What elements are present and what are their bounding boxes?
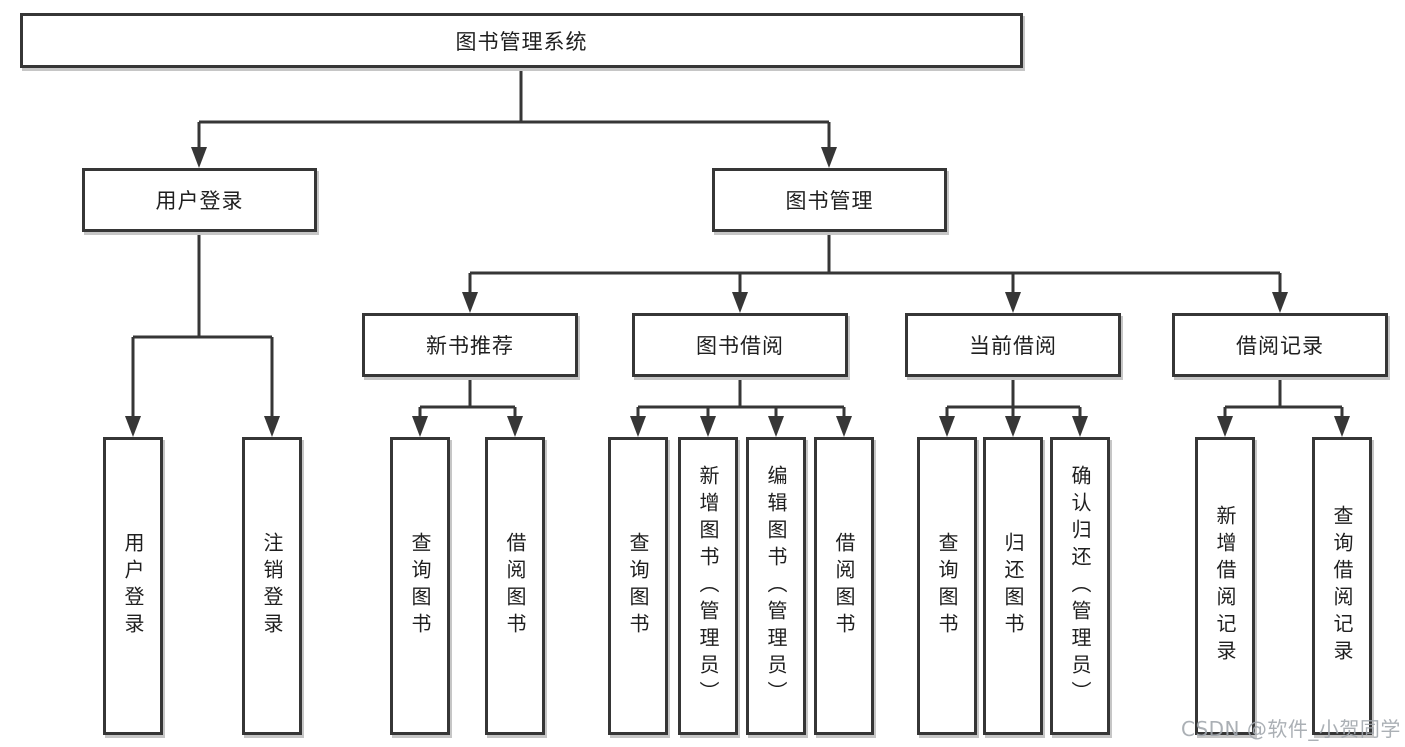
node-query-books-current: 查询图书: [917, 437, 977, 735]
node-label: 新增图书（管理员）: [696, 464, 720, 708]
node-label: 用户登录: [155, 189, 244, 213]
node-label: 当前借阅: [969, 334, 1057, 358]
node-current-borrowing: 当前借阅: [905, 313, 1121, 377]
node-label: 编辑图书（管理员）: [764, 464, 788, 708]
node-label: 借阅图书: [503, 532, 527, 640]
node-label: 新增借阅记录: [1213, 505, 1237, 667]
node-label: 借阅图书: [832, 532, 856, 640]
node-edit-books-admin: 编辑图书（管理员）: [746, 437, 806, 735]
node-query-borrow-record: 查询借阅记录: [1312, 437, 1372, 735]
node-label: 借阅记录: [1236, 334, 1324, 358]
node-label: 图书借阅: [696, 334, 784, 358]
node-user-login-leaf: 用户登录: [103, 437, 163, 735]
node-label: 新书推荐: [426, 334, 514, 358]
csdn-watermark: CSDN @软件_小贺同学: [1181, 717, 1401, 741]
node-book-borrowing: 图书借阅: [632, 313, 848, 377]
node-label: 注销登录: [260, 532, 284, 640]
node-book-management: 图书管理: [712, 168, 947, 232]
node-add-borrow-record: 新增借阅记录: [1195, 437, 1255, 735]
node-label: 图书管理系统: [455, 29, 588, 54]
node-user-login: 用户登录: [82, 168, 317, 232]
node-new-book-recommendation: 新书推荐: [362, 313, 578, 377]
connector-rails: [131, 68, 1344, 417]
node-borrowing-records: 借阅记录: [1172, 313, 1388, 377]
node-label: 用户登录: [121, 532, 145, 640]
node-confirm-return-admin: 确认归还（管理员）: [1050, 437, 1110, 735]
node-query-books-recommend: 查询图书: [390, 437, 450, 735]
node-label: 图书管理: [785, 189, 874, 213]
node-return-books: 归还图书: [983, 437, 1043, 735]
node-label: 查询借阅记录: [1330, 505, 1354, 667]
node-borrow-books: 借阅图书: [814, 437, 874, 735]
node-add-books-admin: 新增图书（管理员）: [678, 437, 738, 735]
node-label: 查询图书: [626, 532, 650, 640]
arrowheads: [125, 147, 1350, 437]
node-library-management-system: 图书管理系统: [20, 13, 1023, 68]
node-query-books-borrow: 查询图书: [608, 437, 668, 735]
node-label: 查询图书: [935, 532, 959, 640]
node-label: 归还图书: [1001, 532, 1025, 640]
node-borrow-books-recommend: 借阅图书: [485, 437, 545, 735]
node-label: 查询图书: [408, 532, 432, 640]
node-label: 确认归还（管理员）: [1068, 464, 1092, 708]
node-logout: 注销登录: [242, 437, 302, 735]
